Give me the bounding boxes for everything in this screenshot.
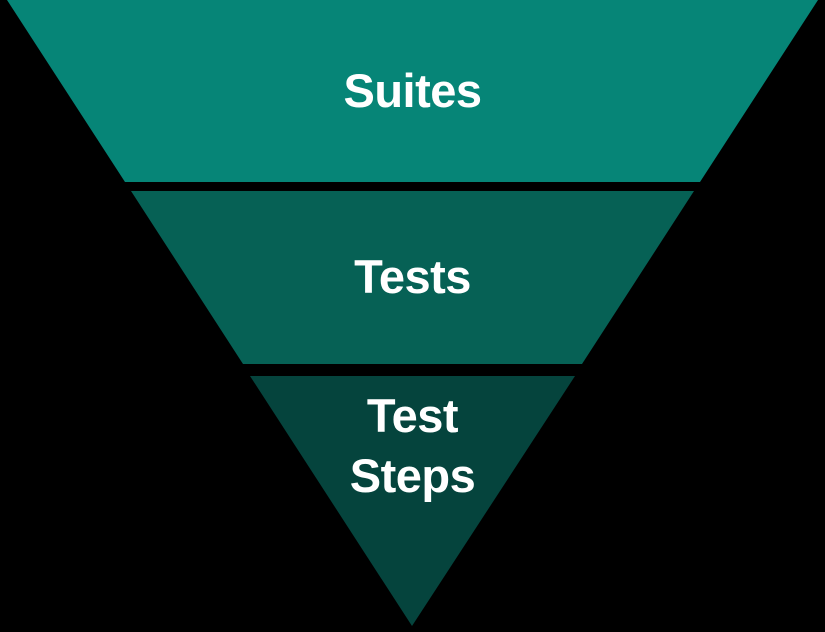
tier-label-test-steps-line1: Test [366, 389, 459, 442]
funnel-tier-test-steps: Test Steps [250, 376, 575, 626]
tier-label-tests: Tests [354, 250, 471, 304]
funnel-tier-tests: Tests [131, 191, 694, 364]
tier-label-test-steps: Test Steps [350, 386, 476, 506]
tier-label-suites: Suites [343, 63, 482, 117]
tier-label-test-steps-line2: Steps [349, 449, 476, 502]
funnel-tier-suites: Suites [7, 0, 818, 182]
